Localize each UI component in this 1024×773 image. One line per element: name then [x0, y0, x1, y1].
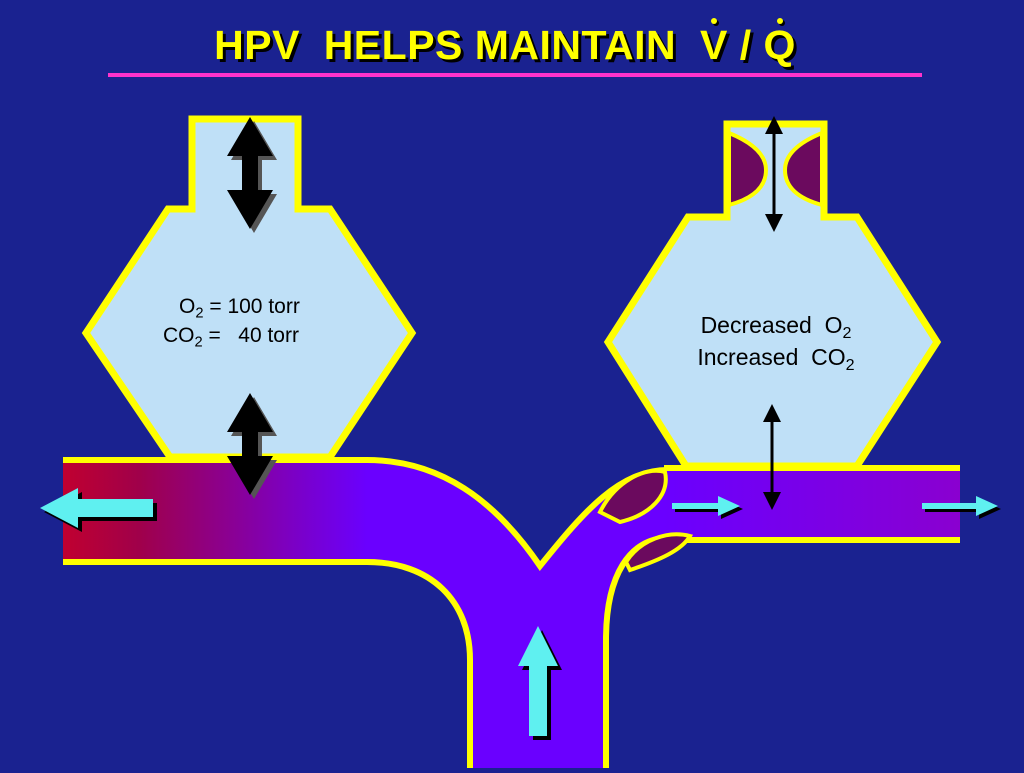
airway-constriction-right [782, 130, 824, 208]
title-underline [108, 73, 922, 77]
branching-vessel [367, 460, 668, 768]
right-gas-changes: Decreased O2 Increased CO2 [668, 311, 884, 375]
airway-constriction-left [727, 130, 769, 208]
ventilation-arrow-icon [227, 117, 277, 233]
slide-title: HPV HELPS MAINTAIN V / Q [0, 18, 1010, 69]
vascular-constriction-upper [597, 468, 668, 525]
decreased-o2-line: Decreased O2 [700, 312, 852, 342]
title-separator: / [727, 22, 764, 68]
blood-flow-arrow-icon [40, 488, 1001, 740]
vascular-constriction-lower [623, 532, 694, 573]
left-gas-values: O2 = 100 torr CO2 = 40 torr [163, 294, 300, 352]
q-dot-letter: Q [763, 18, 796, 68]
increased-co2-line: Increased CO2 [697, 343, 855, 374]
diffusion-arrow-icon [227, 393, 277, 499]
reduced-ventilation-arrow-icon [765, 116, 783, 232]
o2-value-line: O2 = 100 torr [179, 295, 300, 322]
v-dot-letter: V [699, 18, 728, 68]
reduced-diffusion-arrow-icon [763, 404, 781, 510]
title-text: HPV HELPS MAINTAIN [214, 22, 700, 68]
co2-value-line: CO2 = 40 torr [163, 323, 299, 351]
